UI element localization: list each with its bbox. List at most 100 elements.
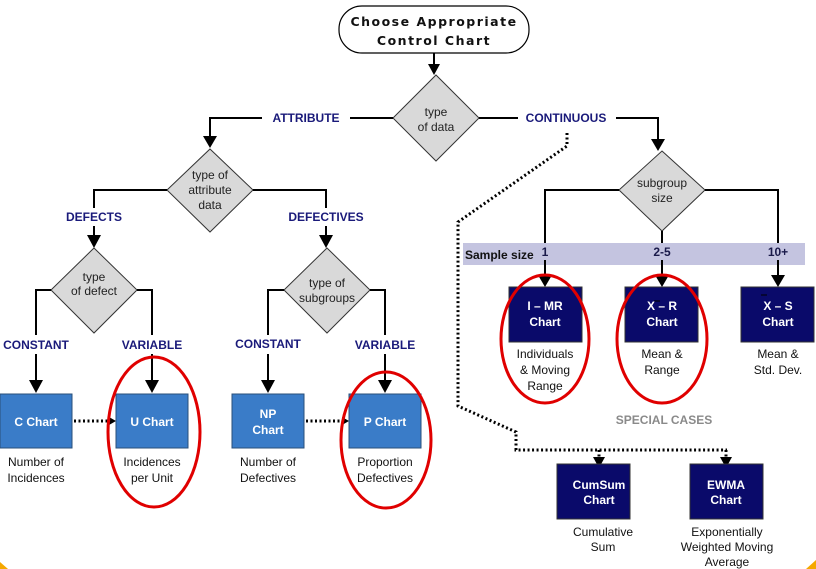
chart-description: & Moving	[520, 363, 570, 377]
chart-name: Chart	[583, 493, 614, 507]
connector	[267, 289, 284, 335]
chart-box-c[interactable]: C Chart	[0, 393, 73, 449]
chart-name: U Chart	[130, 415, 173, 429]
corner-decoration	[806, 560, 816, 569]
chart-description: Proportion	[357, 455, 412, 469]
chart-box-x-s[interactable]: X – S Chart	[740, 286, 815, 343]
arrow-head	[771, 275, 785, 287]
chart-name: X – R	[647, 299, 677, 313]
arrow-head	[145, 380, 159, 393]
chart-description: Exponentially	[691, 525, 762, 539]
title-line-2: Control Chart	[377, 33, 491, 48]
chart-box-cumsum[interactable]: CumSum Chart	[556, 463, 631, 520]
sample-size-value: 1	[542, 245, 549, 259]
chart-description: Number of	[240, 455, 297, 469]
chart-name: X – S	[763, 299, 792, 313]
dotted-special-cases-path	[456, 133, 727, 452]
decision-text: subgroup	[637, 176, 687, 190]
decision-type-of-attribute-data: type of attribute data	[166, 148, 254, 233]
connector	[35, 289, 51, 335]
chart-box-u[interactable]: U Chart	[115, 393, 189, 449]
chart-description: Range	[527, 379, 563, 393]
chart-description: Individuals	[517, 347, 574, 361]
decision-text: of defect	[71, 284, 118, 298]
title-line-1: Choose Appropriate	[350, 14, 517, 29]
chart-name: NP	[260, 407, 277, 421]
decision-text: data	[198, 198, 222, 212]
chart-description: Average	[705, 555, 750, 569]
decision-type-of-data: type of data	[392, 74, 480, 162]
connector	[137, 289, 153, 335]
sample-size-label: Sample size	[465, 248, 534, 262]
connector	[616, 117, 659, 140]
decision-type-of-defect: type of defect	[50, 247, 138, 334]
branch-label-defects: DEFECTS	[66, 210, 122, 224]
chart-description: Weighted Moving	[681, 540, 774, 554]
start-node: Choose Appropriate Control Chart	[338, 5, 530, 54]
branch-label-variable-defects: VARIABLE	[122, 338, 182, 352]
branch-label-defectives: DEFECTIVES	[288, 210, 363, 224]
arrow-head	[109, 417, 116, 425]
connector	[93, 189, 167, 208]
chart-name: C Chart	[14, 415, 57, 429]
chart-name: EWMA	[707, 478, 745, 492]
sample-size-band	[463, 243, 805, 265]
chart-box-p[interactable]: P Chart	[348, 393, 422, 449]
branch-label-variable-subgroups: VARIABLE	[355, 338, 415, 352]
chart-description: Std. Dev.	[754, 363, 802, 377]
arrow-head	[87, 235, 101, 248]
branch-label-continuous: CONTINUOUS	[526, 111, 607, 125]
chart-description: per Unit	[131, 471, 174, 485]
arrow-head	[261, 380, 275, 393]
chart-name: P Chart	[364, 415, 406, 429]
arrow-head	[720, 457, 732, 468]
chart-description: Incidences	[7, 471, 64, 485]
connector	[705, 189, 779, 244]
branch-label-attribute: ATTRIBUTE	[272, 111, 339, 125]
chart-name: CumSum	[573, 478, 626, 492]
arrow-head	[29, 380, 43, 393]
chart-description: Incidences	[123, 455, 180, 469]
chart-box-i-mr[interactable]: I – MR Chart	[508, 286, 583, 343]
chart-name: Chart	[762, 315, 793, 329]
decision-text: size	[651, 191, 673, 205]
chart-box-np[interactable]: NP Chart	[231, 393, 305, 449]
chart-description: Defectives	[240, 471, 296, 485]
chart-name: I – MR	[527, 299, 563, 313]
sample-size-value: 10+	[768, 245, 788, 259]
decision-text: attribute	[188, 183, 232, 197]
arrow-head	[655, 275, 669, 287]
chart-name: Chart	[529, 315, 560, 329]
arrow-head	[428, 64, 440, 75]
chart-description: Number of	[8, 455, 65, 469]
arrow-head	[378, 380, 392, 393]
chart-box-ewma[interactable]: EWMA Chart	[689, 463, 764, 520]
branch-label-constant-subgroups: CONSTANT	[235, 337, 301, 351]
arrow-head	[203, 136, 217, 148]
highlight-ring-p	[339, 370, 433, 510]
branch-label-constant-defects: CONSTANT	[3, 338, 69, 352]
chart-name: Chart	[710, 493, 741, 507]
highlight-ring-x-r	[615, 273, 709, 405]
connector	[209, 117, 262, 137]
decision-text: type of	[192, 168, 229, 182]
connector	[370, 289, 386, 335]
decision-text: of data	[418, 120, 455, 134]
chart-description: Mean &	[757, 347, 798, 361]
decision-text: subgroups	[299, 291, 355, 305]
arrow-head	[538, 275, 552, 287]
chart-name: Chart	[646, 315, 677, 329]
decision-text: type	[83, 270, 106, 284]
chart-description: Cumulative	[573, 525, 633, 539]
decision-type-of-subgroups: type of subgroups	[283, 247, 371, 334]
chart-name: Chart	[252, 423, 283, 437]
chart-description: Range	[644, 363, 680, 377]
chart-box-x-r[interactable]: X – R Chart	[624, 286, 699, 343]
special-cases-label: SPECIAL CASES	[616, 413, 712, 427]
corner-decoration	[0, 562, 8, 569]
connector	[544, 189, 619, 244]
decision-text: type of	[309, 276, 346, 290]
chart-description: Sum	[591, 540, 616, 554]
arrow-head	[593, 457, 605, 468]
